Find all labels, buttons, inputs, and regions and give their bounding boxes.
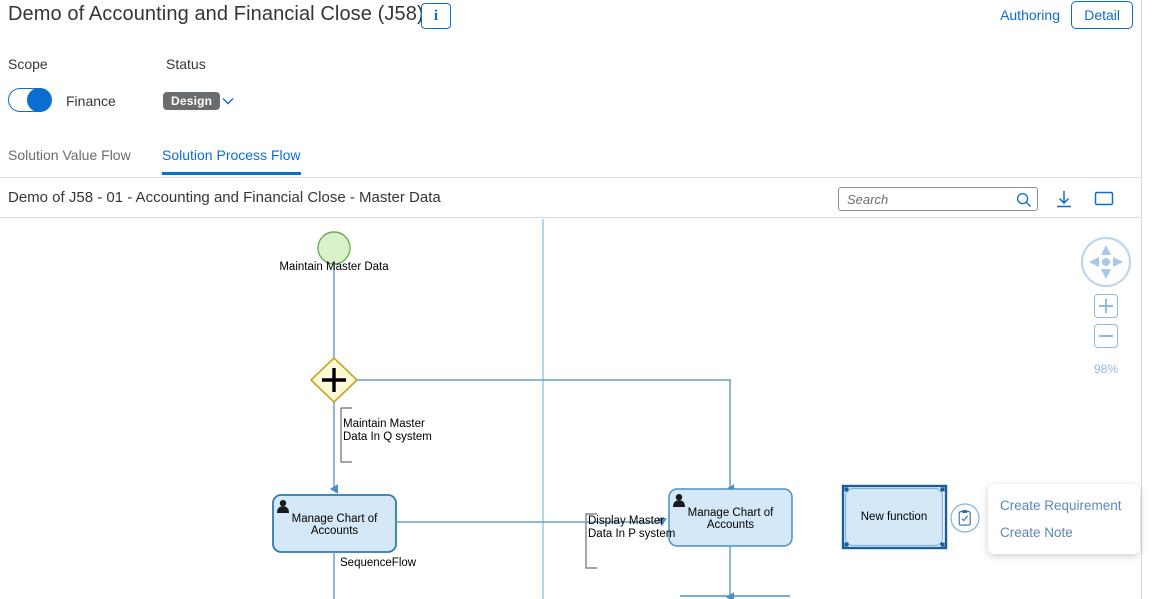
tab-bar: Solution Value Flow Solution Process Flo… [0, 138, 1141, 178]
detail-button[interactable]: Detail [1071, 1, 1133, 29]
page-title: Demo of Accounting and Financial Close (… [8, 3, 424, 25]
search-field[interactable] [838, 187, 1038, 211]
process-diagram [272, 219, 980, 599]
page-header: Demo of Accounting and Financial Close (… [0, 0, 1141, 178]
plus-icon-vertical [1105, 299, 1107, 313]
scope-label: Scope [8, 56, 48, 72]
zoom-out-button[interactable] [1094, 324, 1118, 348]
sequence-flow-label: SequenceFlow [340, 557, 417, 569]
right-rail [1141, 0, 1157, 599]
zoom-level-label: 98% [1093, 362, 1119, 376]
display-icon[interactable] [1092, 187, 1116, 211]
tab-solution-process-flow[interactable]: Solution Process Flow [162, 138, 301, 175]
context-menu: Create Requirement Create Note [988, 484, 1140, 554]
minus-icon [1099, 335, 1113, 337]
info-icon-button[interactable]: i [421, 3, 451, 29]
menu-item-create-note[interactable]: Create Note [1000, 525, 1073, 540]
tab-solution-value-flow[interactable]: Solution Value Flow [8, 147, 131, 163]
scope-toggle[interactable] [8, 88, 52, 112]
annotation-q-line2: Data In Q system [343, 431, 432, 443]
annotation-q-line1: Maintain Master [343, 418, 425, 430]
download-icon[interactable] [1052, 187, 1076, 211]
diagram-title: Demo of J58 - 01 - Accounting and Financ… [8, 189, 441, 206]
diagram-canvas[interactable]: Maintain Master Data Manage Chart of Acc… [0, 219, 1141, 599]
diagram-toolbar: Demo of J58 - 01 - Accounting and Financ… [0, 179, 1141, 218]
annotation-p-line2: Data In P system [588, 528, 676, 540]
pan-control-icon[interactable] [1080, 236, 1132, 288]
search-icon[interactable] [1015, 191, 1033, 209]
zoom-in-button[interactable] [1094, 294, 1118, 318]
chevron-down-icon[interactable] [219, 92, 237, 110]
authoring-link[interactable]: Authoring [1000, 7, 1060, 23]
annotation-p-line1: Display Master [588, 515, 665, 527]
info-icon: i [433, 7, 439, 24]
menu-item-create-requirement[interactable]: Create Requirement [1000, 498, 1122, 513]
scope-value: Finance [66, 93, 116, 109]
status-badge: Design [163, 92, 221, 110]
search-input[interactable] [845, 188, 1005, 210]
toggle-knob [27, 88, 51, 112]
status-label: Status [166, 56, 206, 72]
